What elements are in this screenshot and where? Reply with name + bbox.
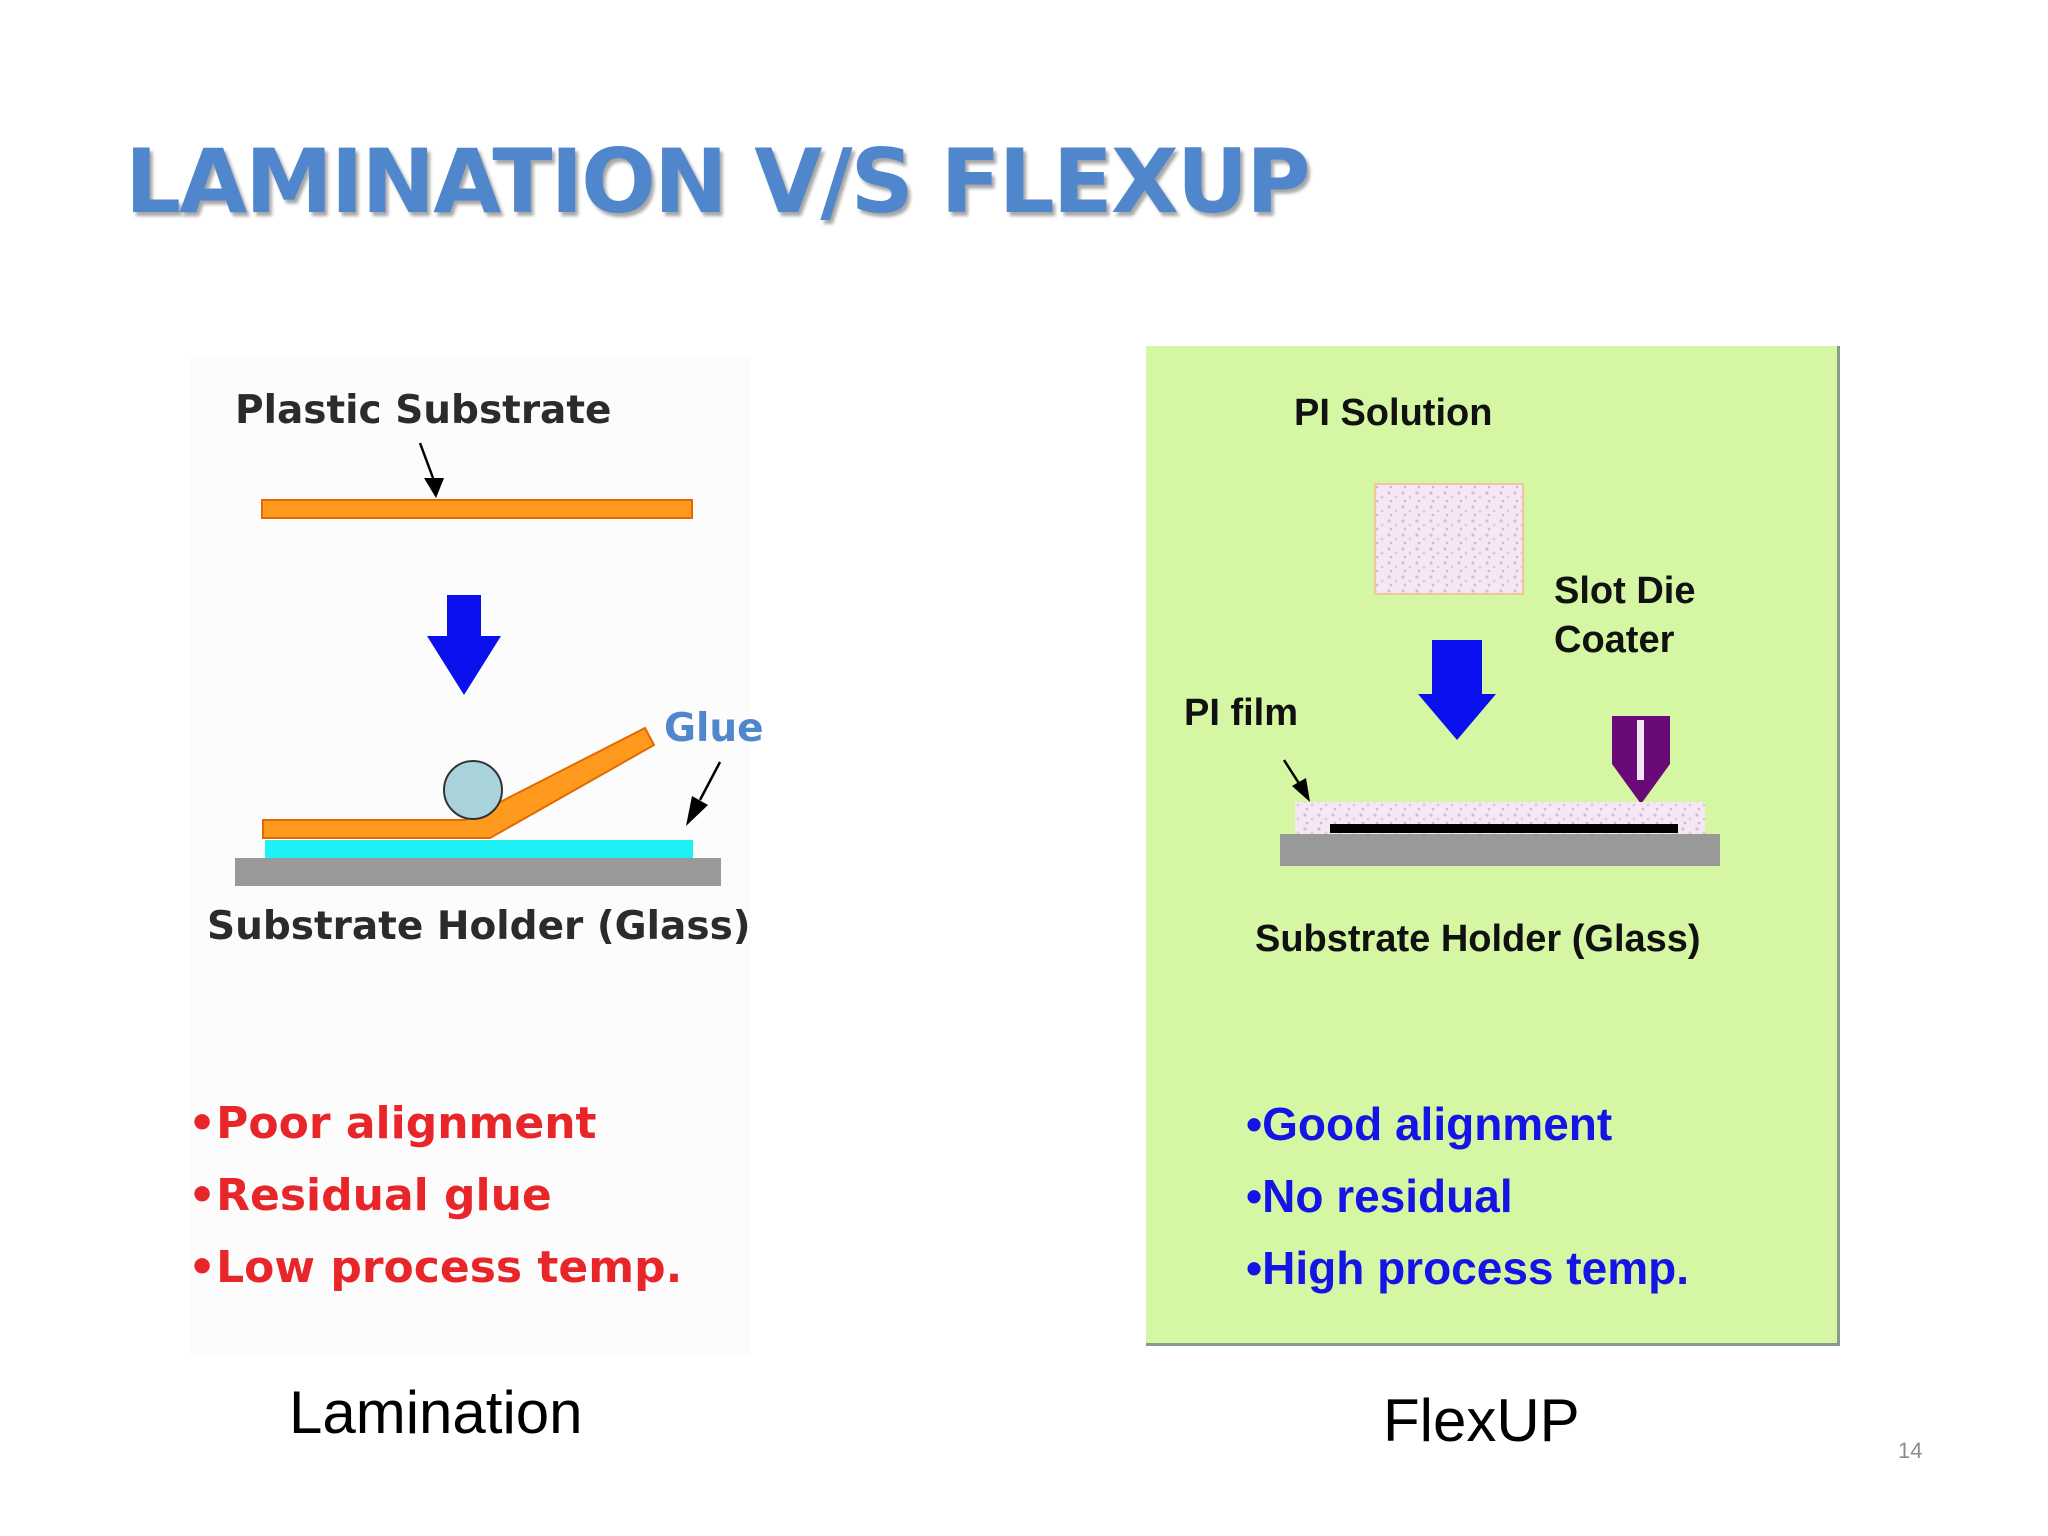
list-item: •Low process temp. <box>188 1242 683 1293</box>
plastic-substrate-pointer-head <box>424 478 444 498</box>
lamination-down-arrow <box>427 595 501 695</box>
lamination-caption: Lamination <box>289 1379 583 1446</box>
page-number: 14 <box>1898 1438 1923 1463</box>
flexup-down-arrow <box>1418 640 1496 740</box>
glue-label: Glue <box>664 706 764 751</box>
glass-holder-flexup <box>1280 834 1720 866</box>
glass-holder-lamination <box>235 858 721 886</box>
flexup-bullet-list: •Good alignment •No residual •High proce… <box>1246 1088 1689 1304</box>
list-item: •Good alignment <box>1246 1098 1613 1150</box>
pi-film-pointer <box>1282 759 1302 786</box>
slot-die-slot <box>1637 720 1644 780</box>
lamination-holder-label: Substrate Holder (Glass) <box>207 904 751 949</box>
lamination-bullet-list: •Poor alignment •Residual glue •Low proc… <box>188 1088 682 1304</box>
list-item: •Poor alignment <box>188 1098 597 1149</box>
slide-title: LAMINATION V/S FLEXUP <box>125 130 1311 233</box>
pi-film-pointer-head <box>1292 778 1310 802</box>
plastic-substrate-pointer <box>418 442 435 479</box>
laminated-substrate <box>262 726 656 839</box>
glue-pointer <box>698 761 722 801</box>
pi-solution-sample <box>1374 483 1524 595</box>
glue-pointer-head <box>686 796 708 826</box>
flexup-holder-label: Substrate Holder (Glass) <box>1255 918 1701 960</box>
plastic-substrate-label: Plastic Substrate <box>235 388 612 433</box>
pi-film-label: PI film <box>1184 692 1299 734</box>
lamination-roller <box>443 760 503 820</box>
list-item: •No residual <box>1246 1170 1513 1222</box>
plastic-substrate <box>261 499 693 519</box>
slot-die-label-line1: Slot Die <box>1554 570 1696 612</box>
flexup-caption: FlexUP <box>1383 1387 1580 1454</box>
slot-die-label-line2: Coater <box>1554 619 1675 661</box>
glue-layer <box>265 840 693 858</box>
list-item: •High process temp. <box>1246 1242 1689 1294</box>
list-item: •Residual glue <box>188 1170 552 1221</box>
pi-solution-label: PI Solution <box>1294 392 1493 434</box>
electrode-line <box>1330 824 1678 833</box>
